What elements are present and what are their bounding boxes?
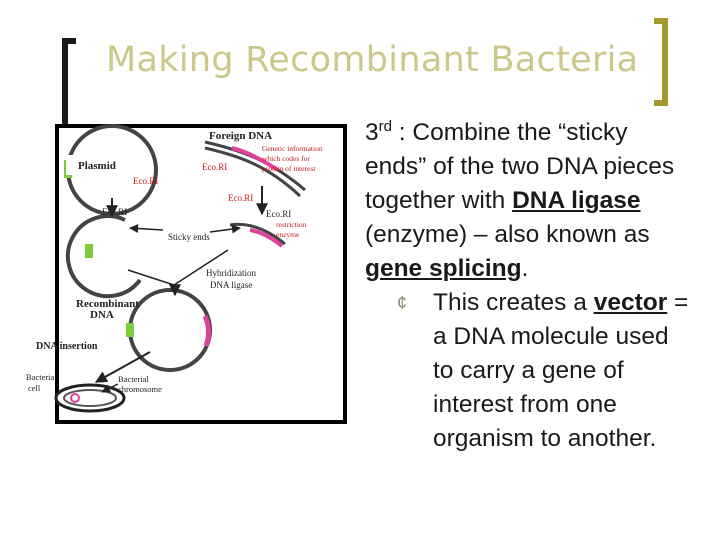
text-part3: (enzyme) – also known as bbox=[365, 221, 650, 249]
vector-bullet: ¢ This creates a vector = a DNA molecule… bbox=[365, 286, 695, 456]
arrow-sticky-right bbox=[209, 224, 241, 234]
label-hybridization: Hybridization bbox=[206, 268, 256, 278]
cut-foreign-pink bbox=[249, 228, 284, 248]
label-genetic-info-3: protein of interest bbox=[262, 164, 316, 173]
label-genetic-info-1: Genetic information bbox=[262, 144, 323, 153]
label-ecori-red: Eco.RI bbox=[228, 193, 253, 203]
cut-plasmid-green bbox=[85, 244, 93, 258]
recombinant-green bbox=[126, 323, 134, 337]
label-bacteria-cell: cell bbox=[28, 383, 41, 393]
bacteria-cell bbox=[54, 383, 126, 413]
vector-term: vector bbox=[593, 289, 668, 317]
bacteria-inner bbox=[63, 389, 117, 407]
slide-title: Making Recombinant Bacteria bbox=[106, 40, 639, 80]
arrow-converge-right bbox=[173, 249, 229, 286]
label-ecori-foreign: Eco.RI bbox=[202, 162, 227, 172]
slide-body: 3rd : Combine the “sticky ends” of the t… bbox=[365, 110, 695, 456]
label-sticky-ends: Sticky ends bbox=[168, 232, 210, 242]
arrow-converge-left bbox=[127, 269, 175, 286]
bullet-icon: ¢ bbox=[397, 293, 408, 314]
text-part4: . bbox=[521, 255, 529, 283]
arrow-chromosome bbox=[101, 383, 119, 393]
label-enzyme: enzyme bbox=[276, 230, 300, 239]
label-foreign-dna: Foreign DNA bbox=[209, 130, 272, 142]
bullet-part1: This creates a bbox=[433, 289, 594, 317]
label-plasmid: Plasmid bbox=[78, 160, 116, 172]
bullet-part2: = a DNA molecule used to carry a gene of… bbox=[433, 289, 689, 453]
plasmid-label-box bbox=[66, 155, 130, 175]
foreign-dna-strand-2 bbox=[204, 146, 302, 198]
cut-plasmid bbox=[65, 214, 142, 299]
text-part2: : Combine the “sticky ends” of the two D… bbox=[365, 119, 675, 215]
main-paragraph: 3rd : Combine the “sticky ends” of the t… bbox=[365, 110, 695, 286]
label-bacterial: Bacterial bbox=[118, 374, 149, 384]
title-bracket-right bbox=[654, 18, 668, 106]
label-dna-ligase: DNA ligase bbox=[210, 280, 252, 290]
gene-splicing-term: gene splicing bbox=[365, 255, 522, 283]
label-dna-insertion: DNA insertion bbox=[36, 341, 98, 352]
arrow-sticky-left bbox=[129, 223, 164, 233]
arrow-to-bacteria bbox=[94, 351, 151, 383]
label-genetic-info-2: which codes for bbox=[262, 154, 310, 163]
label-recombinant: Recombinant bbox=[76, 298, 139, 310]
label-recombinant-dna: DNA bbox=[90, 309, 114, 321]
label-bacteria: Bacteria bbox=[26, 372, 55, 382]
label-restriction: restriction bbox=[276, 220, 307, 229]
label-chromosome: chromosome bbox=[118, 384, 162, 394]
dna-ligase-term: DNA ligase bbox=[512, 187, 641, 215]
text-part1: 3 bbox=[365, 119, 379, 147]
bacteria-plasmid bbox=[70, 393, 80, 403]
label-ecori-left: Eco.RI bbox=[102, 207, 127, 217]
title-bracket-left bbox=[62, 38, 76, 124]
recombinant-pink-insert bbox=[202, 314, 211, 347]
label-ecori-right: Eco.RI bbox=[266, 209, 291, 219]
text-sup: rd bbox=[378, 118, 392, 135]
label-ecori-plasmid: Eco.RI bbox=[133, 176, 158, 186]
cut-foreign-dna bbox=[229, 222, 286, 246]
foreign-pink-segment bbox=[231, 146, 280, 172]
